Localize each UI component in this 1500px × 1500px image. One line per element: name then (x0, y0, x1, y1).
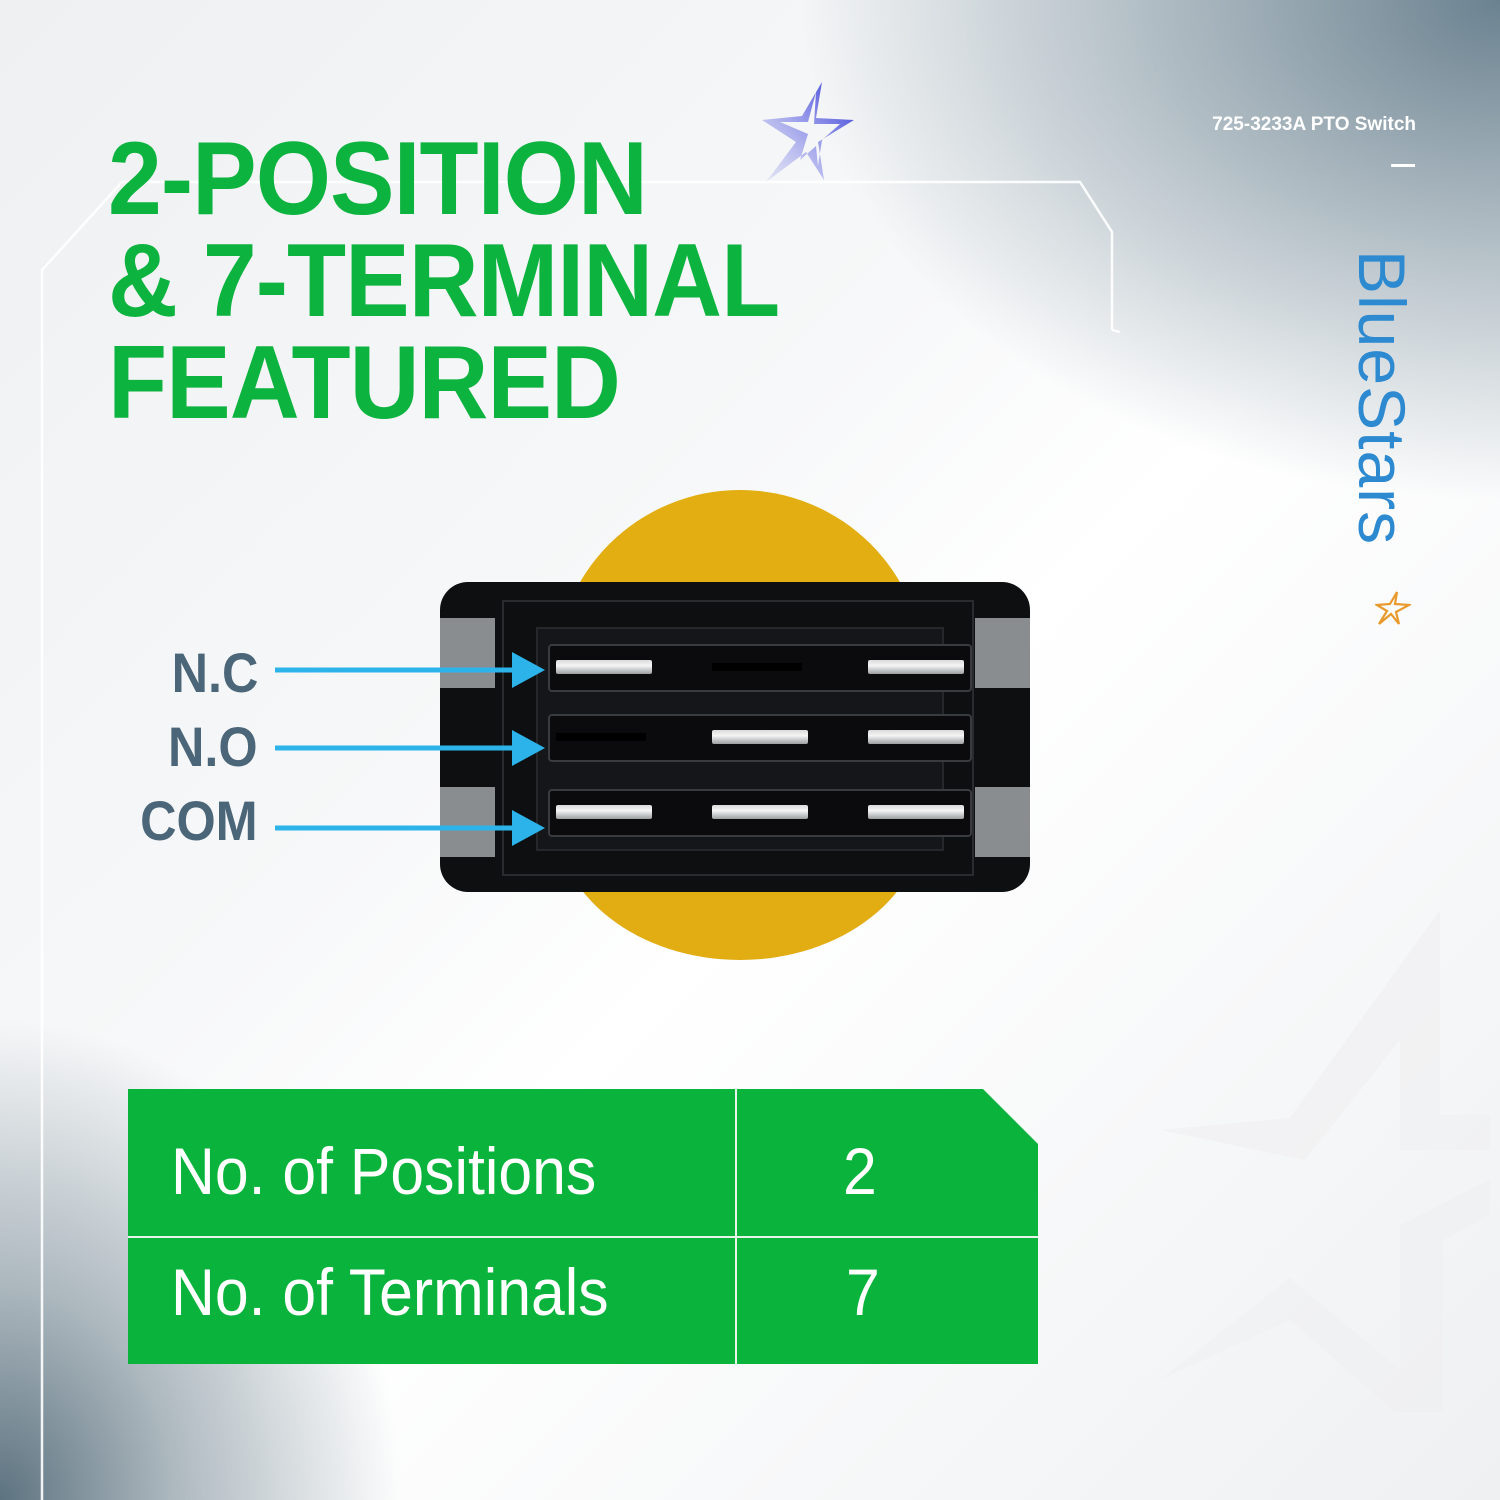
product-title: 725-3233A PTO Switch (1212, 114, 1416, 135)
terminal-row-com (548, 789, 972, 837)
connector-housing (502, 600, 974, 876)
terminal-row-no (548, 714, 972, 762)
spec-value-positions: 2 (843, 1134, 877, 1208)
switch-connector-body (440, 582, 1030, 892)
spec-value-terminals: 7 (846, 1255, 880, 1329)
headline: 2-POSITION & 7-TERMINAL FEATURED (108, 121, 780, 441)
spec-label-positions: No. of Positions (171, 1134, 597, 1208)
label-nc: N.C (171, 641, 258, 704)
title-divider (1391, 164, 1415, 167)
terminal-slot (556, 733, 646, 741)
terminal-pin (868, 660, 964, 674)
brand-name: BlueStars (1345, 250, 1419, 546)
terminal-slot (712, 663, 802, 671)
spec-table: No. of Positions 2 No. of Terminals 7 (128, 1089, 1038, 1364)
headline-line-2: & 7-TERMINAL (108, 223, 780, 339)
spec-table-background (128, 1089, 1038, 1364)
mount-tab (975, 787, 1030, 857)
mount-tab (440, 787, 495, 857)
terminal-pin (868, 805, 964, 819)
terminal-pin (556, 660, 652, 674)
watermark-star-shape (1160, 910, 1490, 1160)
terminal-well (536, 627, 972, 851)
mount-tab (440, 618, 495, 688)
headline-line-3: FEATURED (108, 325, 621, 441)
headline-line-1: 2-POSITION (108, 121, 648, 237)
label-com: COM (140, 789, 258, 852)
mount-tab (975, 618, 1030, 688)
terminal-row-nc (548, 644, 972, 692)
terminal-pin (868, 730, 964, 744)
terminal-pin (712, 730, 808, 744)
pto-switch-image (440, 490, 1030, 970)
terminal-pin (556, 805, 652, 819)
decorative-star-icon (762, 82, 854, 182)
terminal-pin (712, 805, 808, 819)
label-no: N.O (168, 715, 258, 778)
brand-star-icon (1375, 591, 1411, 625)
brand-logo: BlueStars (1345, 250, 1420, 630)
spec-label-terminals: No. of Terminals (171, 1255, 609, 1329)
